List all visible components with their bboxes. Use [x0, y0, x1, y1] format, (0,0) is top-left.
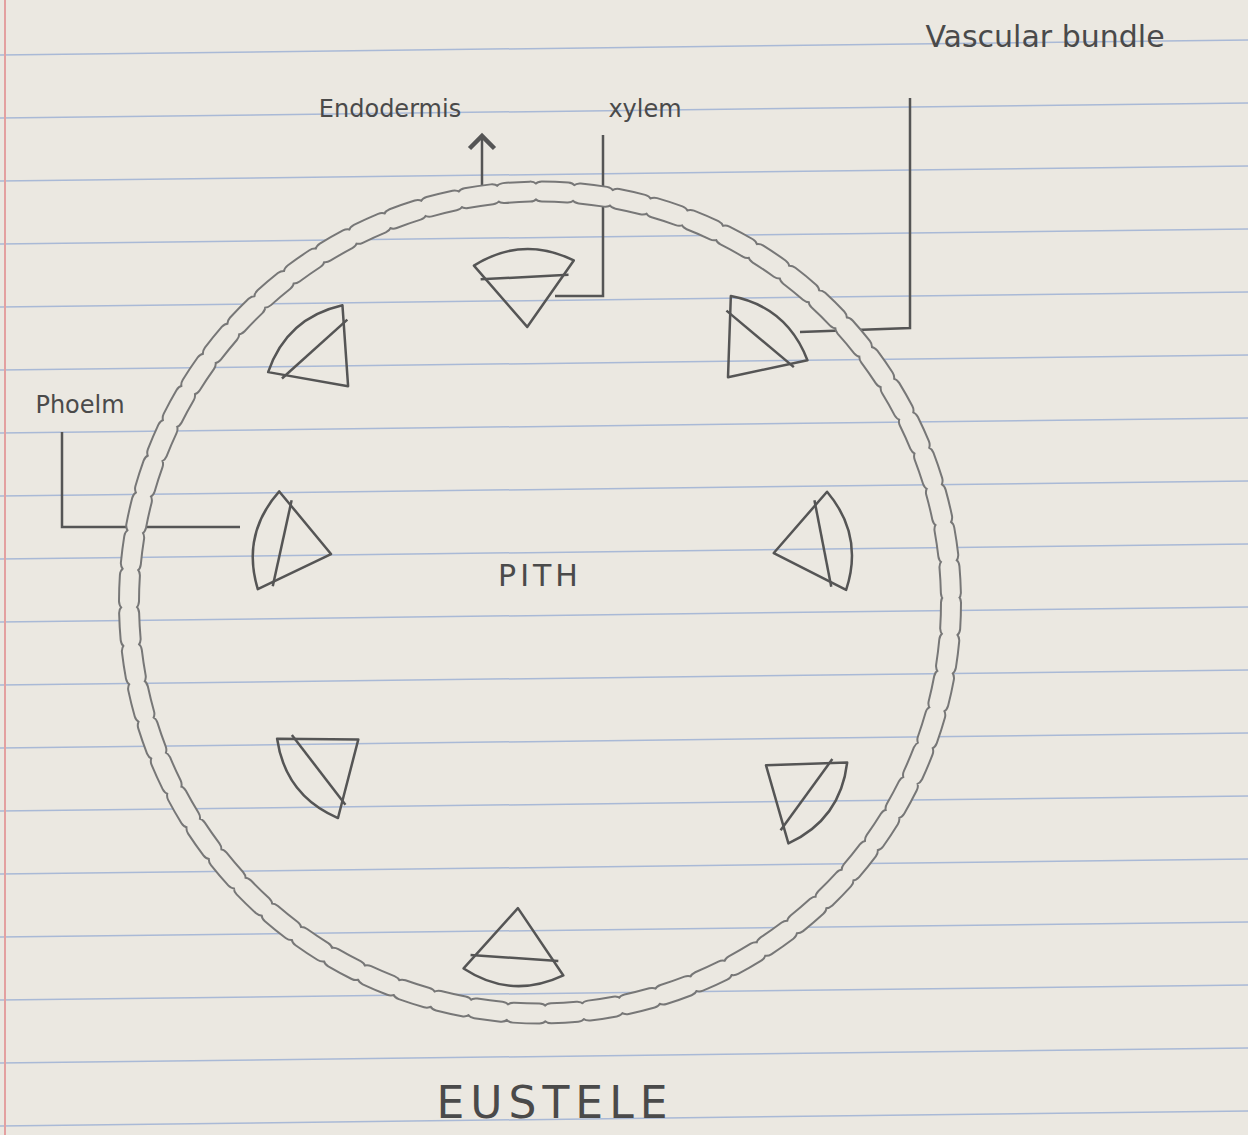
endodermis-ring [115, 175, 965, 1030]
tissue-label: Phoelm [35, 392, 124, 418]
stele-ring: PITH [115, 175, 965, 1030]
leader-lines [62, 98, 910, 527]
region-label: PITH [498, 559, 582, 592]
tissue-label: Endodermis [319, 96, 461, 122]
vascular-bundles [244, 246, 860, 989]
tissue-label: Vascular bundle [925, 20, 1164, 53]
tissue-label: xylem [608, 96, 681, 122]
diagram-caption: EUSTELE [437, 1079, 674, 1127]
